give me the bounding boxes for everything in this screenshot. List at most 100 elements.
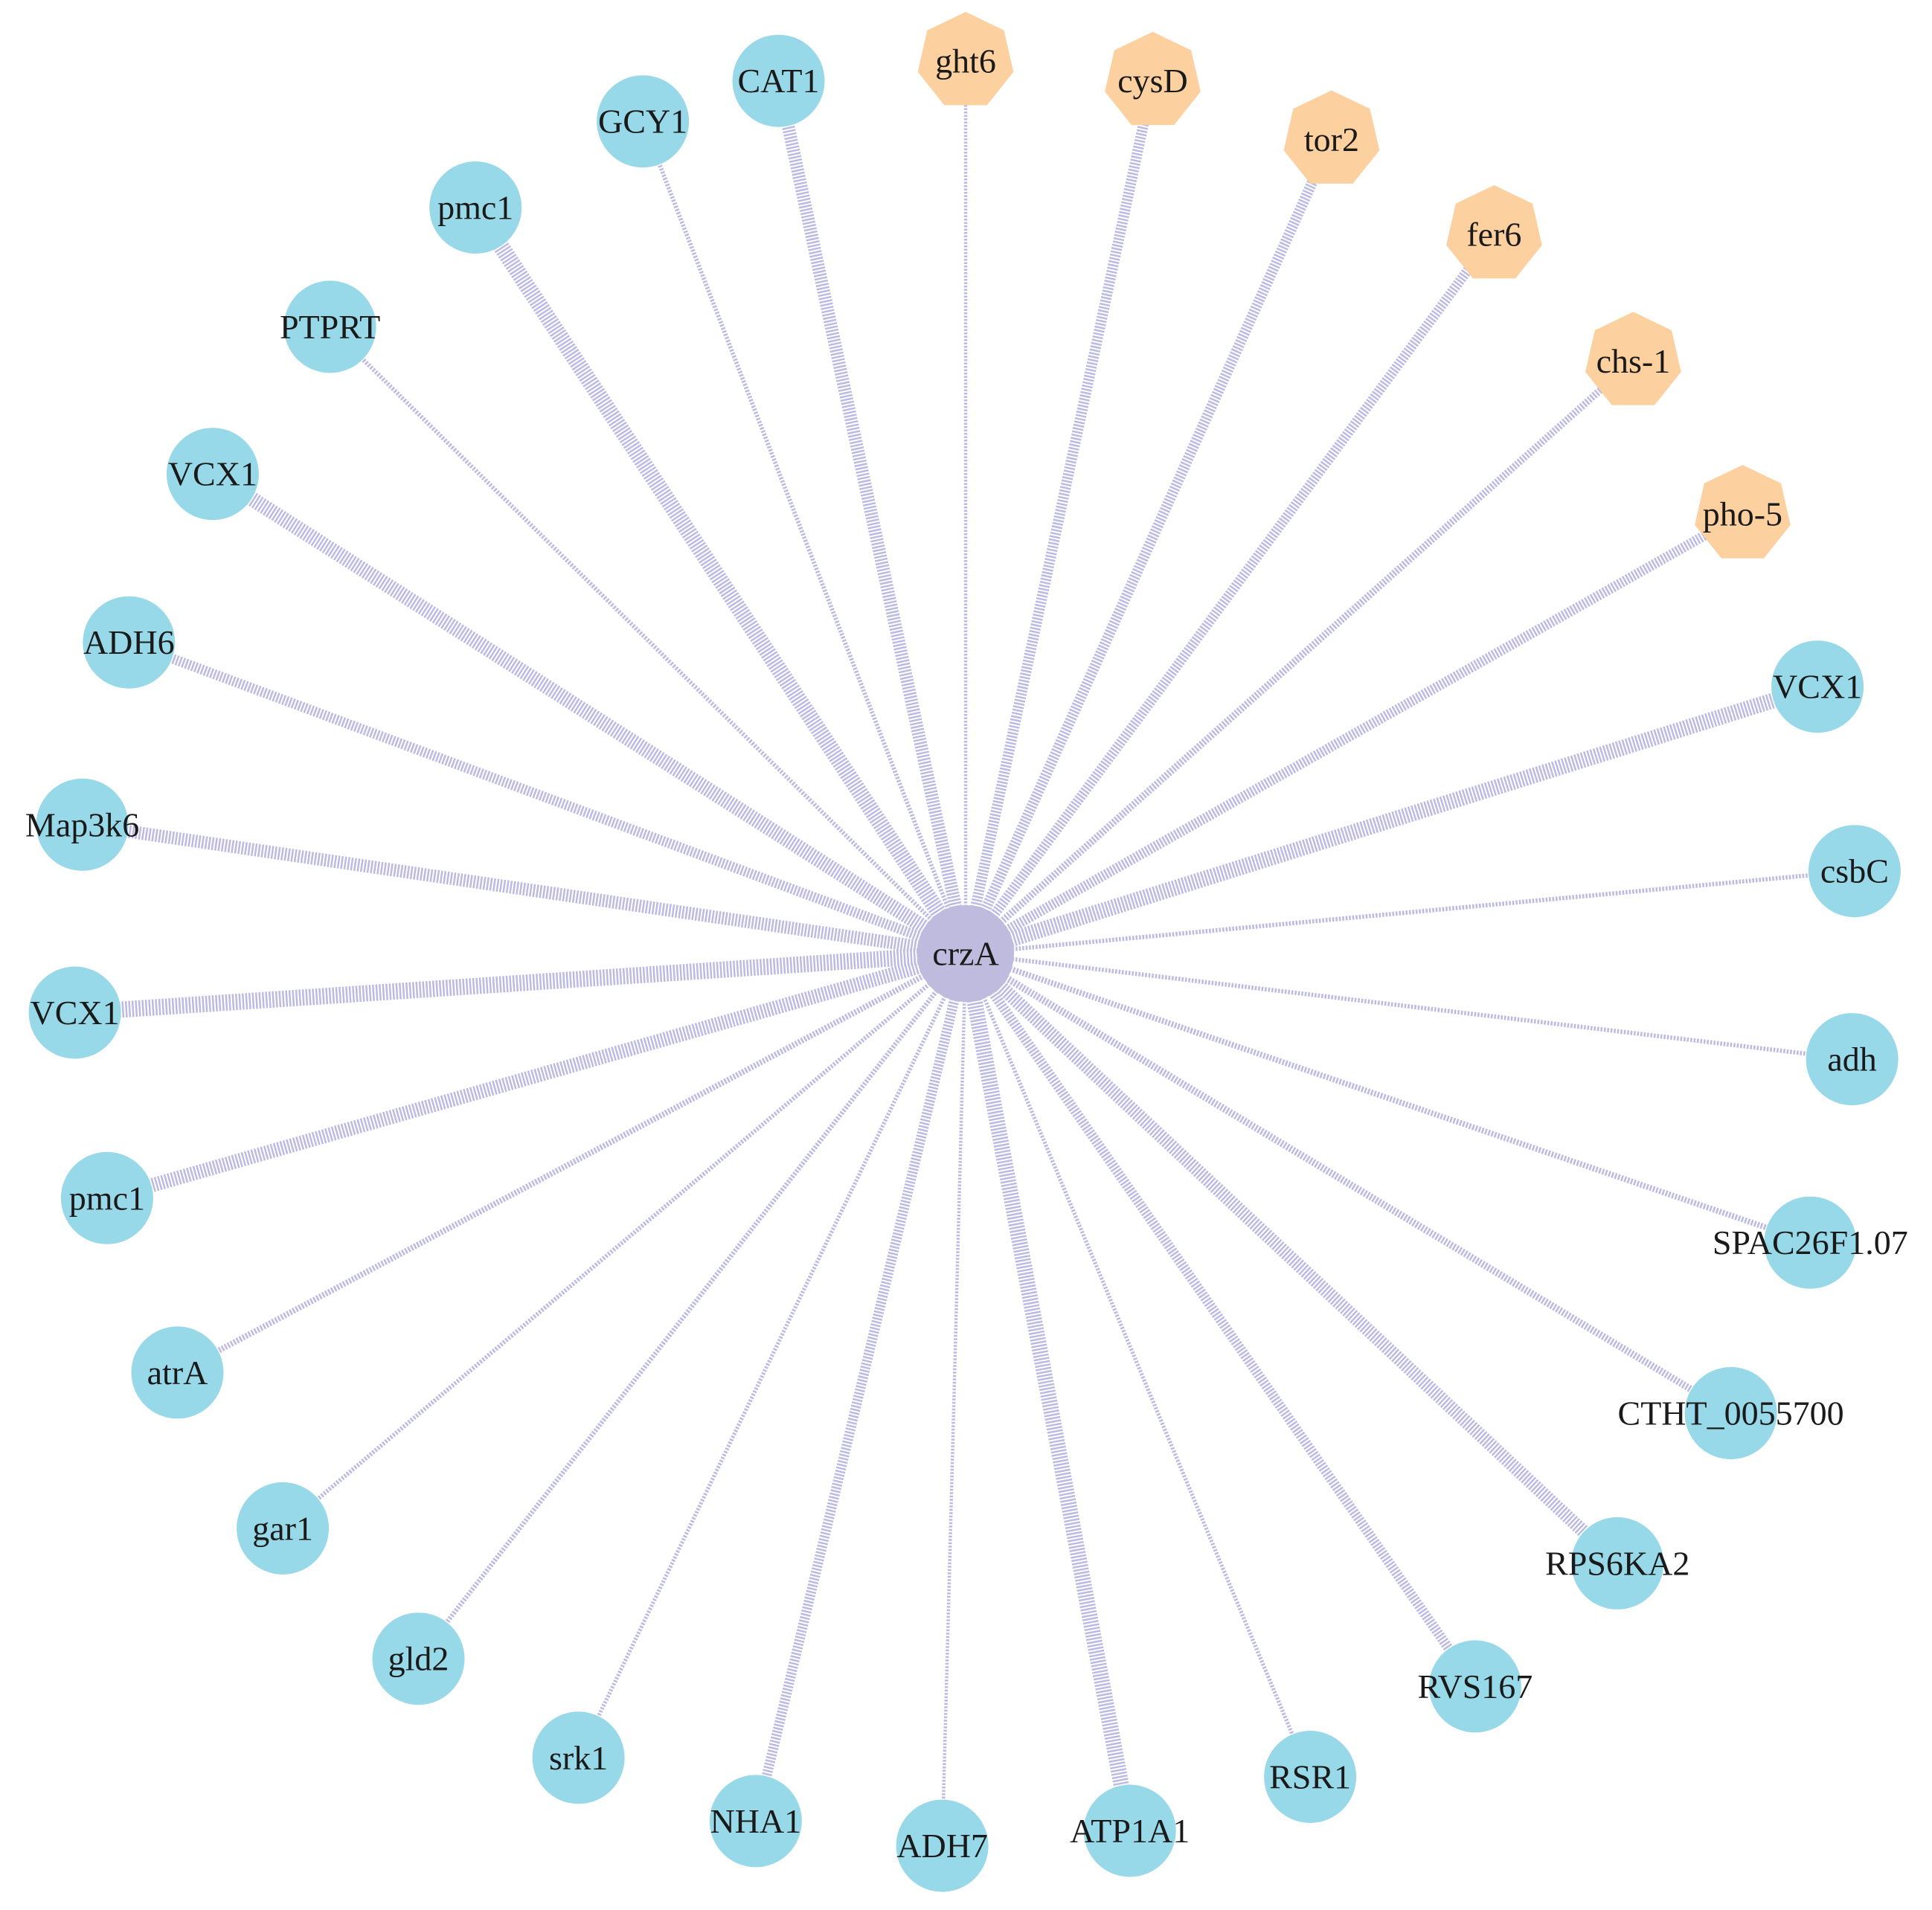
edge-crza-csbc-8 (965, 869, 1855, 956)
node-atp1a1-15[interactable]: ATP1A1 (1070, 1784, 1190, 1877)
node-label-cat1-0: CAT1 (738, 62, 820, 100)
node-label-ctht-0055700-11: CTHT_0055700 (1618, 1395, 1844, 1432)
node-circle-pmc1-22 (60, 1151, 153, 1244)
node-label-pho-5-6: pho-5 (1703, 495, 1782, 533)
node-label-spac26f1-07-10: SPAC26F1.07 (1713, 1224, 1908, 1261)
edge-crza-cat1-0 (771, 79, 972, 955)
node-label-map3k6-24: Map3k6 (25, 806, 139, 843)
node-label-fer6-4: fer6 (1466, 215, 1521, 253)
node-circle-gld2-19 (372, 1612, 465, 1705)
node-gld2-19[interactable]: gld2 (372, 1612, 465, 1705)
node-heptagon-chs-1-5 (1585, 312, 1681, 405)
node-label-pmc1-22: pmc1 (69, 1179, 145, 1217)
node-csbc-8[interactable]: csbC (1808, 825, 1901, 918)
edge-crza-gld2-19 (416, 952, 968, 1661)
node-adh-9[interactable]: adh (1806, 1013, 1899, 1106)
node-circle-adh-9 (1806, 1013, 1899, 1106)
node-circle-atra-21 (131, 1326, 224, 1419)
node-pho-5-6[interactable]: pho-5 (1695, 465, 1791, 559)
center-node[interactable] (917, 905, 1014, 1002)
node-label-pmc1-28: pmc1 (437, 189, 513, 227)
edge-crza-adh-9 (965, 951, 1852, 1061)
node-label-cysd-2: cysD (1117, 62, 1188, 100)
node-label-vcx1-26: VCX1 (168, 455, 257, 493)
node-adh6-25[interactable]: ADH6 (83, 596, 176, 689)
center-node-label: crzA (932, 935, 998, 973)
edge-crza-rvs167-13 (961, 951, 1480, 1690)
node-gcy1-29[interactable]: GCY1 (597, 75, 690, 168)
edge-crza-map3k6-24 (81, 818, 967, 960)
node-rps6ka2-12[interactable]: RPS6KA2 (1545, 1517, 1689, 1610)
edge-crza-rps6ka2-12 (960, 948, 1623, 1569)
node-label-csbc-8: csbC (1820, 852, 1889, 890)
node-label-rvs167-13: RVS167 (1417, 1668, 1533, 1705)
node-circle-vcx1-26 (166, 428, 259, 521)
edge-crza-nha1-17 (751, 952, 971, 1822)
node-heptagon-pho-5-6 (1695, 465, 1791, 559)
edge-crza-vcx1-23 (74, 945, 966, 1021)
node-label-tor2-3: tor2 (1304, 120, 1359, 158)
edge-crza-fer6-4 (961, 231, 1498, 956)
node-vcx1-7[interactable]: VCX1 (1771, 640, 1864, 733)
edge-crza-adh6-25 (126, 637, 968, 959)
node-circle-ptprt-27 (283, 280, 376, 373)
edge-crza-rsr1-14 (963, 952, 1312, 1778)
node-map3k6-24[interactable]: Map3k6 (25, 778, 139, 871)
edge-crza-pmc1-22 (105, 946, 968, 1205)
node-label-gcy1-29: GCY1 (598, 103, 687, 141)
node-circle-nha1-17 (709, 1775, 802, 1868)
node-vcx1-26[interactable]: VCX1 (166, 428, 259, 521)
node-pmc1-28[interactable]: pmc1 (429, 161, 522, 254)
edge-crza-gar1-20 (281, 951, 967, 1531)
node-ght6-1[interactable]: ght6 (917, 12, 1014, 106)
node-cysd-2[interactable]: cysD (1105, 31, 1201, 126)
edge-crza-vcx1-7 (963, 679, 1820, 962)
edge-crza-atra-21 (176, 951, 967, 1375)
node-fer6-4[interactable]: fer6 (1446, 184, 1542, 279)
node-pmc1-22[interactable]: pmc1 (60, 1151, 153, 1244)
node-label-vcx1-23: VCX1 (31, 994, 120, 1032)
edge-crza-adh7-16 (940, 953, 968, 1846)
node-vcx1-23[interactable]: VCX1 (28, 966, 121, 1059)
node-cat1-0[interactable]: CAT1 (732, 34, 825, 127)
node-ptprt-27[interactable]: PTPRT (280, 280, 380, 373)
node-nha1-17[interactable]: NHA1 (709, 1775, 802, 1868)
node-label-adh-9: adh (1827, 1041, 1876, 1078)
node-label-rps6ka2-12: RPS6KA2 (1545, 1544, 1689, 1582)
edge-crza-ptprt-27 (328, 325, 968, 956)
node-heptagon-fer6-4 (1446, 184, 1542, 279)
node-label-ptprt-27: PTPRT (280, 308, 380, 346)
edge-crza-spac26f1-07-10 (964, 951, 1811, 1246)
node-label-adh7-16: ADH7 (896, 1827, 988, 1865)
node-circle-atp1a1-15 (1083, 1784, 1176, 1877)
node-label-gar1-20: gar1 (252, 1509, 313, 1547)
node-tor2-3[interactable]: tor2 (1283, 90, 1380, 184)
node-srk1-18[interactable]: srk1 (532, 1711, 625, 1804)
node-circle-csbc-8 (1808, 825, 1901, 918)
edge-crza-pmc1-28 (468, 202, 973, 959)
node-ctht-0055700-11[interactable]: CTHT_0055700 (1618, 1367, 1844, 1459)
node-gar1-20[interactable]: gar1 (237, 1482, 330, 1575)
center-node-group: crzA (917, 905, 1014, 1002)
node-circle-vcx1-7 (1771, 640, 1864, 733)
node-circle-vcx1-23 (28, 966, 121, 1059)
node-circle-cat1-0 (732, 34, 825, 127)
node-circle-adh6-25 (83, 596, 176, 689)
node-circle-rps6ka2-12 (1571, 1517, 1664, 1610)
node-heptagon-cysd-2 (1105, 31, 1201, 126)
edge-layer (74, 61, 1855, 1846)
node-heptagon-ght6-1 (917, 12, 1014, 106)
node-circle-gcy1-29 (597, 75, 690, 168)
node-rsr1-14[interactable]: RSR1 (1264, 1731, 1357, 1823)
node-circle-pmc1-28 (429, 161, 522, 254)
node-circle-rsr1-14 (1264, 1731, 1357, 1823)
node-spac26f1-07-10[interactable]: SPAC26F1.07 (1713, 1196, 1908, 1289)
node-rvs167-13[interactable]: RVS167 (1417, 1640, 1533, 1733)
node-atra-21[interactable]: atrA (131, 1326, 224, 1419)
node-circle-adh7-16 (896, 1799, 989, 1892)
node-circle-srk1-18 (532, 1711, 625, 1804)
node-label-vcx1-7: VCX1 (1773, 668, 1862, 706)
node-chs-1-5[interactable]: chs-1 (1585, 312, 1681, 405)
node-adh7-16[interactable]: ADH7 (896, 1799, 989, 1892)
